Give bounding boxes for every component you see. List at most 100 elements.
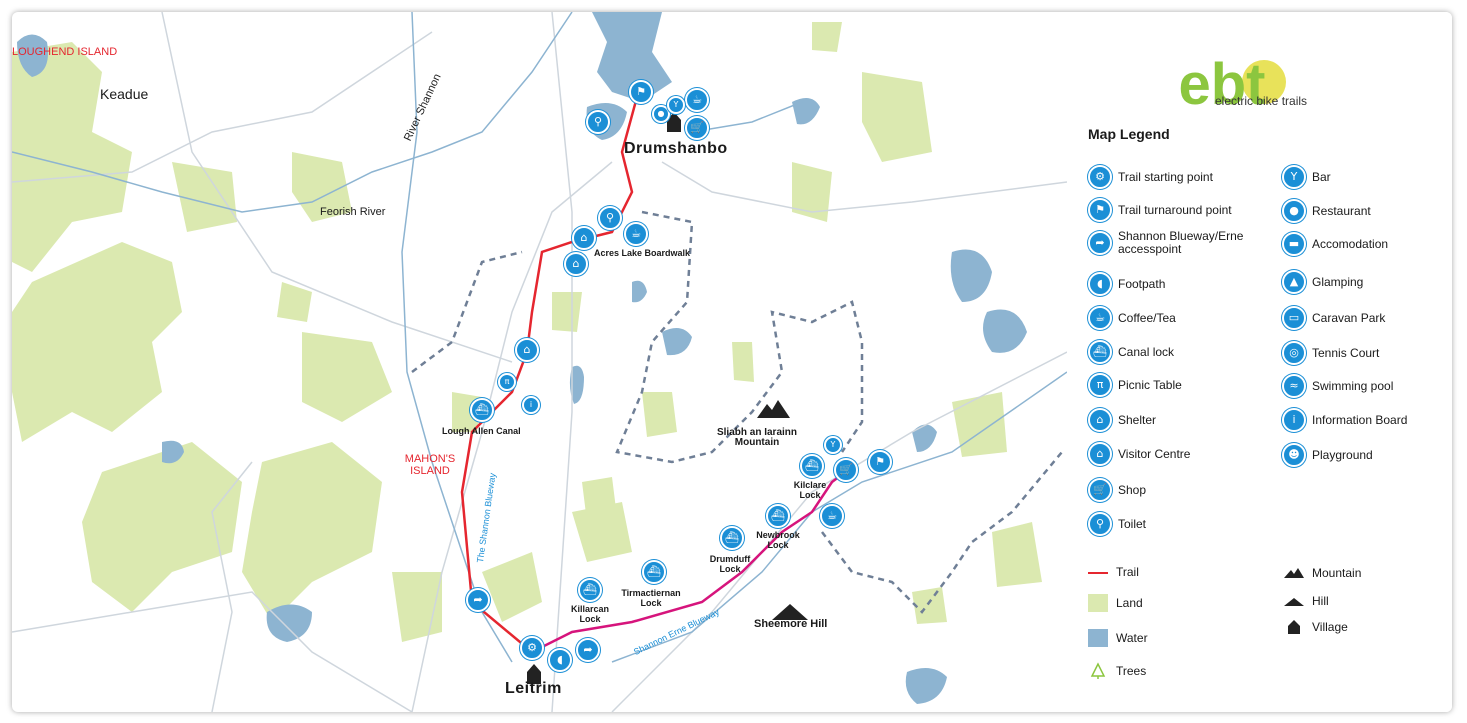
legend-item-label: Bar	[1312, 169, 1331, 184]
key-item-village: Village	[1284, 618, 1348, 636]
legend-item-label: Trail turnaround point	[1118, 202, 1232, 217]
hill-icon	[1284, 598, 1304, 606]
legend-item: ≈ Swimming pool	[1282, 374, 1393, 398]
land-areas	[12, 22, 1042, 642]
legend-item: ⚑Trail turnaround point	[1088, 198, 1232, 222]
boat-icon[interactable]: ⛴	[578, 578, 602, 602]
town-label-keadue: Keadue	[100, 86, 149, 102]
key-item-hill: Hill	[1284, 592, 1329, 610]
legend-item: ➦Shannon Blueway/Erne accesspoint	[1088, 230, 1248, 256]
key-item-mountain: Mountain	[1284, 564, 1361, 582]
legend-item-label: Picnic Table	[1118, 377, 1182, 392]
feature-label-kilclare: Kilclare Lock	[793, 480, 827, 500]
picnic-icon: π	[1088, 373, 1112, 397]
legend-item: 🛒 Shop	[1088, 478, 1146, 502]
bike-icon[interactable]: ⚙	[520, 636, 544, 660]
boat-icon[interactable]: ⛴	[720, 526, 744, 550]
swimmer-icon: ≈	[1282, 374, 1306, 398]
arrow-icon[interactable]: ➦	[466, 588, 490, 612]
info-board-icon: i	[1282, 408, 1306, 432]
legend-item-label: Swimming pool	[1312, 378, 1394, 393]
cart-icon[interactable]: 🛒	[685, 116, 709, 140]
feature-label-acres: Acres Lake Boardwalk	[594, 248, 691, 258]
legend-item-label: Accomodation	[1312, 236, 1389, 251]
feature-label-killarcan: Killarcan Lock	[570, 604, 610, 624]
key-item-land: Land	[1088, 594, 1143, 612]
boat-icon[interactable]: ⛴	[766, 504, 790, 528]
legend-item-label: Toilet	[1118, 516, 1147, 531]
cocktail-icon[interactable]: Y	[667, 96, 685, 114]
key-item-trees: Trees	[1088, 662, 1146, 680]
legend-item: ⌂Shelter	[1088, 408, 1156, 432]
hill-label-sheemore: Sheemore Hill	[754, 618, 828, 630]
visitor-centre-icon[interactable]: ⌂	[572, 226, 596, 250]
boat-icon[interactable]: ⛴	[800, 454, 824, 478]
legend-title: Map Legend	[1088, 126, 1170, 142]
toilet-icon[interactable]: ⚲	[598, 206, 622, 230]
feature-label-newbrook: Newbrook Lock	[756, 530, 800, 550]
mountain-label-sliabh: Sliabh an Iarainn Mountain	[716, 427, 798, 448]
legend-item: ⛴Canal lock	[1088, 340, 1174, 364]
legend-item-label: Visitor Centre	[1118, 446, 1191, 461]
legend-item-label: Shop	[1118, 482, 1147, 497]
legend-item: ◎Tennis Court	[1282, 341, 1379, 365]
toilet-icon: ⚲	[1088, 512, 1112, 536]
footprint-icon[interactable]: ◖	[548, 648, 572, 672]
arrow-icon[interactable]: ➦	[576, 638, 600, 662]
flag-icon[interactable]: ⚑	[868, 450, 892, 474]
trail-line	[460, 96, 639, 653]
bike-icon: ⚙	[1088, 165, 1112, 189]
cocktail-icon: Y	[1282, 165, 1306, 189]
hill-icon	[772, 604, 808, 620]
plate-icon[interactable]: ●	[652, 105, 670, 123]
legend-item-label: Glamping	[1312, 274, 1364, 289]
cocktail-icon[interactable]: Y	[824, 436, 842, 454]
cup-icon[interactable]: ☕	[685, 88, 709, 112]
map-frame: Drumshanbo Leitrim Keadue River Shannon …	[12, 12, 1452, 712]
legend-item: ◖Footpath	[1088, 272, 1165, 296]
shelter-icon[interactable]: ⌂	[564, 252, 588, 276]
red-line-swatch	[1088, 571, 1108, 574]
town-label-leitrim: Leitrim	[505, 680, 562, 697]
mountain-icon	[757, 400, 790, 418]
roads-rivers	[12, 12, 1067, 712]
boat-icon[interactable]: ⛴	[470, 398, 494, 422]
river-label-feorish: Feorish River	[320, 206, 386, 218]
tree-icon	[1090, 662, 1106, 679]
island-label-mahons: MAHON'S ISLAND	[404, 453, 456, 477]
erne-trail-line	[531, 466, 853, 654]
logo-text: electric bike trails	[1215, 94, 1308, 108]
map-canvas	[12, 12, 1067, 712]
town-label-drumshanbo: Drumshanbo	[624, 140, 728, 157]
legend-item: ●Restaurant	[1282, 199, 1371, 223]
legend-item-label: Information Board	[1312, 412, 1408, 427]
logo-letters: ebt	[1179, 52, 1266, 117]
cup-icon[interactable]: ☕	[820, 504, 844, 528]
shelter-icon: ⌂	[1088, 408, 1112, 432]
flag-icon[interactable]: ⚑	[629, 80, 653, 104]
village-icon	[527, 112, 681, 684]
footprint-icon: ◖	[1088, 272, 1112, 296]
legend-item: i Information Board	[1282, 408, 1407, 432]
boat-icon[interactable]: ⛴	[642, 560, 666, 584]
shelter-icon[interactable]: ⌂	[515, 338, 539, 362]
bed-icon: ▬	[1282, 232, 1306, 256]
legend-item-label: Playground	[1312, 447, 1373, 462]
picnic-icon[interactable]: π	[498, 373, 516, 391]
water-swatch	[1088, 629, 1108, 647]
island-label-loughend: LOUGHEND ISLAND	[12, 46, 118, 58]
info-board-icon[interactable]: i	[522, 396, 540, 414]
feature-label-drumduff: Drumduff Lock	[709, 554, 751, 574]
land-swatch	[1088, 594, 1108, 612]
cart-icon[interactable]: 🛒	[834, 458, 858, 482]
feature-label-canal: Lough Allen Canal	[442, 426, 521, 436]
legend-item-label: Caravan Park	[1312, 310, 1386, 325]
cup-icon[interactable]: ☕	[624, 222, 648, 246]
key-item-water: Water	[1088, 629, 1148, 647]
arrow-icon: ➦	[1088, 231, 1112, 255]
toilet-icon[interactable]: ⚲	[586, 110, 610, 134]
cart-icon: 🛒	[1088, 478, 1112, 502]
plate-icon: ●	[1282, 199, 1306, 223]
legend-item: ▲Glamping	[1282, 270, 1363, 294]
legend-item: ⚙Trail starting point	[1088, 165, 1213, 189]
